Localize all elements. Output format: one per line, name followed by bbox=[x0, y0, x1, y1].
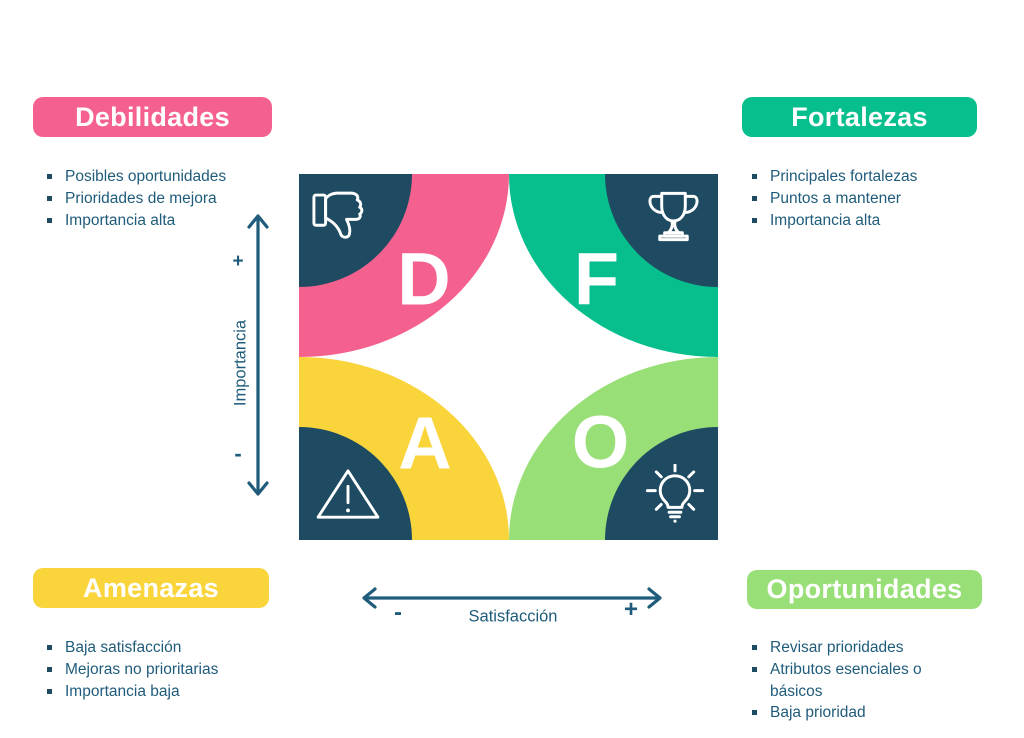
debilidades-title-pill: Debilidades bbox=[33, 97, 272, 137]
oportunidades-title-pill: Oportunidades bbox=[747, 570, 982, 609]
importancia-minus-sign: - bbox=[234, 441, 242, 466]
quadrant-fortalezas: F bbox=[508, 174, 718, 357]
list-item: Importancia alta bbox=[45, 210, 280, 232]
list-item: Atributos esenciales o básicos bbox=[750, 659, 950, 703]
list-item: Principales fortalezas bbox=[750, 166, 985, 188]
debilidades-title: Debilidades bbox=[75, 101, 230, 132]
lightbulb-icon bbox=[645, 464, 705, 531]
amenazas-title-pill: Amenazas bbox=[33, 568, 269, 608]
satisfaccion-axis-label: Satisfacción bbox=[468, 607, 558, 626]
list-item: Prioridades de mejora bbox=[45, 188, 280, 210]
dafo-matrix: D F bbox=[299, 174, 718, 540]
list-item: Posibles oportunidades bbox=[45, 166, 280, 188]
quadrant-oportunidades: O bbox=[508, 357, 718, 540]
warning-triangle-icon bbox=[314, 467, 382, 521]
amenazas-title: Amenazas bbox=[83, 572, 219, 603]
thumbs-down-icon bbox=[311, 189, 385, 242]
importancia-axis-arrow bbox=[247, 214, 269, 496]
satisfaccion-plus-sign: + bbox=[623, 596, 639, 623]
letter-o: O bbox=[571, 400, 630, 484]
importancia-plus-sign: + bbox=[232, 251, 244, 272]
oportunidades-title: Oportunidades bbox=[766, 574, 963, 604]
fortalezas-title: Fortalezas bbox=[791, 101, 928, 132]
letter-d: D bbox=[397, 237, 451, 321]
list-item: Baja prioridad bbox=[750, 702, 950, 724]
oportunidades-list: Revisar prioridades Atributos esenciales… bbox=[750, 637, 950, 724]
satisfaccion-minus-sign: - bbox=[394, 599, 402, 626]
trophy-icon bbox=[645, 188, 702, 245]
fortalezas-title-pill: Fortalezas bbox=[742, 97, 977, 137]
fortalezas-list: Principales fortalezas Puntos a mantener… bbox=[750, 166, 985, 231]
quadrant-amenazas: A bbox=[299, 357, 509, 540]
amenazas-list: Baja satisfacción Mejoras no prioritaria… bbox=[45, 637, 280, 702]
list-item: Importancia baja bbox=[45, 681, 280, 703]
list-item: Puntos a mantener bbox=[750, 188, 985, 210]
letter-a: A bbox=[398, 401, 452, 485]
debilidades-list: Posibles oportunidades Prioridades de me… bbox=[45, 166, 280, 231]
letter-f: F bbox=[573, 237, 620, 321]
list-item: Baja satisfacción bbox=[45, 637, 280, 659]
satisfaccion-axis-arrow bbox=[362, 587, 662, 609]
list-item: Mejoras no prioritarias bbox=[45, 659, 280, 681]
quadrant-debilidades: D bbox=[299, 174, 509, 357]
list-item: Importancia alta bbox=[750, 210, 985, 232]
importancia-axis-label: Importancia bbox=[231, 319, 250, 407]
list-item: Revisar prioridades bbox=[750, 637, 950, 659]
